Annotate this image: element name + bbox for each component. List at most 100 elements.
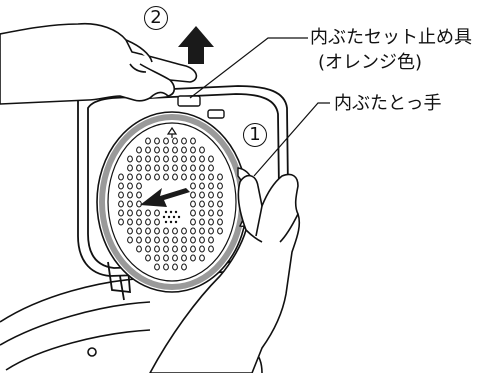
- perforation-hole: [172, 263, 178, 271]
- perforation-hole: [199, 182, 205, 190]
- perforation-hole: [163, 263, 169, 271]
- perforation-hole: [154, 236, 160, 244]
- perforation-hole: [145, 137, 151, 145]
- perforation-hole: [190, 182, 196, 190]
- perforation-hole: [181, 227, 187, 235]
- perforation-hole: [199, 173, 205, 181]
- perforation-hole: [181, 137, 187, 145]
- step-2-number: 2: [150, 7, 162, 28]
- perforation-hole: [172, 236, 178, 244]
- perforation-hole: [181, 173, 187, 181]
- perforation-hole: [127, 182, 133, 190]
- perforation-hole: [172, 137, 178, 145]
- perforation-hole: [163, 137, 169, 145]
- perforation-hole: [199, 164, 205, 172]
- perforation-hole: [208, 227, 214, 235]
- lid-up-marker: [166, 126, 178, 138]
- step-1-number: 1: [249, 124, 261, 145]
- perforation-hole: [145, 254, 151, 262]
- perforation-hole: [190, 209, 196, 217]
- perforation-hole: [127, 200, 133, 208]
- perforation-hole: [181, 146, 187, 154]
- perforation-hole: [217, 191, 223, 199]
- perforation-hole: [181, 155, 187, 163]
- perforation-hole: [199, 254, 205, 262]
- perforation-hole: [136, 209, 142, 217]
- perforation-hole: [181, 236, 187, 244]
- perforation-hole: [136, 164, 142, 172]
- perforation-hole: [208, 245, 214, 253]
- perforation-hole: [190, 227, 196, 235]
- perforation-hole: [145, 236, 151, 244]
- perforation-hole: [145, 164, 151, 172]
- perforation-hole: [163, 254, 169, 262]
- perforation-hole: [199, 146, 205, 154]
- perforation-hole: [190, 137, 196, 145]
- perforation-hole: [154, 254, 160, 262]
- perforation-hole: [172, 164, 178, 172]
- perforation-hole: [199, 209, 205, 217]
- perforation-hole: [181, 263, 187, 271]
- perforation-hole: [208, 191, 214, 199]
- perforation-hole: [127, 227, 133, 235]
- perforation-hole: [199, 227, 205, 235]
- perforation-hole: [136, 218, 142, 226]
- perforation-hole: [127, 191, 133, 199]
- perforation-hole: [199, 218, 205, 226]
- perforation-hole: [154, 227, 160, 235]
- perforation-hole: [145, 245, 151, 253]
- perforation-hole: [217, 182, 223, 190]
- perforation-hole: [154, 155, 160, 163]
- perforation-hole: [136, 236, 142, 244]
- perforation-hole: [163, 173, 169, 181]
- perforation-hole: [136, 182, 142, 190]
- perforation-hole: [208, 209, 214, 217]
- perforation-hole: [217, 200, 223, 208]
- perforation-hole: [145, 218, 151, 226]
- perforation-hole: [136, 191, 142, 199]
- perforation-hole: [208, 155, 214, 163]
- perforation-hole: [163, 236, 169, 244]
- perforation-hole: [127, 173, 133, 181]
- vent-dots: [162, 210, 181, 224]
- perforation-hole: [118, 200, 124, 208]
- perforation-hole: [217, 209, 223, 217]
- perforation-hole: [145, 227, 151, 235]
- perforation-hole: [199, 245, 205, 253]
- perforation-hole: [172, 155, 178, 163]
- step-2-marker: 2: [144, 6, 168, 30]
- lid-stopper: [177, 95, 225, 119]
- perforation-hole: [208, 218, 214, 226]
- lid-set-stopper-color-label: (オレンジ色): [318, 52, 423, 73]
- perforation-hole: [208, 200, 214, 208]
- lid-perforations: [118, 137, 223, 271]
- perforation-hole: [154, 245, 160, 253]
- perforation-hole: [199, 155, 205, 163]
- perforation-hole: [127, 209, 133, 217]
- perforation-hole: [172, 245, 178, 253]
- perforation-hole: [118, 218, 124, 226]
- perforation-hole: [127, 155, 133, 163]
- perforation-hole: [190, 236, 196, 244]
- perforation-hole: [163, 245, 169, 253]
- perforation-hole: [145, 173, 151, 181]
- perforation-hole: [217, 173, 223, 181]
- step-1-marker: 1: [243, 123, 267, 147]
- perforation-hole: [190, 164, 196, 172]
- perforation-hole: [172, 227, 178, 235]
- perforation-hole: [172, 254, 178, 262]
- perforation-hole: [190, 191, 196, 199]
- perforation-hole: [199, 236, 205, 244]
- perforation-hole: [154, 218, 160, 226]
- perforation-hole: [118, 173, 124, 181]
- perforation-hole: [190, 173, 196, 181]
- perforation-hole: [127, 164, 133, 172]
- perforation-hole: [163, 164, 169, 172]
- perforation-hole: [136, 155, 142, 163]
- perforation-hole: [172, 173, 178, 181]
- perforation-hole: [181, 254, 187, 262]
- lid-set-stopper-label: 内ぶたセット止め具: [310, 27, 472, 48]
- perforation-hole: [190, 218, 196, 226]
